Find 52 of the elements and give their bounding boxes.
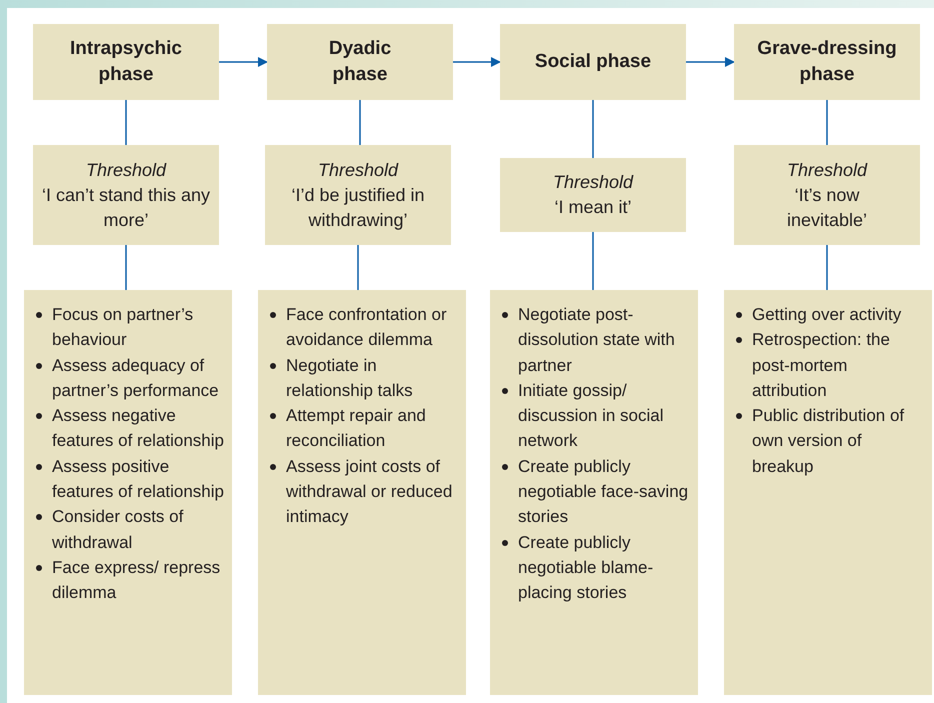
phase-box <box>267 24 453 100</box>
threshold-box <box>734 145 920 245</box>
threshold-heading: Threshold <box>318 158 398 182</box>
connector-line <box>125 245 127 290</box>
arrow <box>219 57 268 67</box>
threshold-quote: ‘It’s now inevitable’ <box>786 184 868 232</box>
bullet-item: Attempt repair and reconciliation <box>286 405 427 452</box>
connector-line <box>826 100 828 145</box>
threshold-heading: Threshold <box>552 171 634 194</box>
phase-box <box>734 24 920 100</box>
threshold-quote: ‘I mean it’ <box>554 196 632 219</box>
connector-line <box>826 245 828 290</box>
bullet-item: Assess joint costs of withdrawal or reduced intimacy <box>286 456 454 528</box>
bullet-item: Retrospection: the post-mortem attribution <box>752 329 891 402</box>
connector-line <box>359 100 361 145</box>
activity-list-box <box>24 290 232 695</box>
phase-title: Grave-dressing phase <box>756 37 898 87</box>
phase-title: Dyadic phase <box>328 37 392 87</box>
bullet-item: Assess adequacy of partner’s performance <box>52 354 220 402</box>
connector-line <box>125 100 127 145</box>
bullet-item: Public distribution of own version of breakup <box>752 405 906 478</box>
bullet-item: Negotiate post-dissolution state with partner <box>518 304 676 377</box>
threshold-box <box>500 158 686 232</box>
phase-title: Intrapsychic phase <box>69 37 183 87</box>
bullet-item: Getting over activity <box>752 304 902 326</box>
connector-line <box>592 100 594 158</box>
connector-line <box>592 232 594 290</box>
bullet-item: Face express/ repress dilemma <box>52 556 222 604</box>
threshold-box <box>265 145 451 245</box>
bullet-item: Create publicly negotiable blame-placing stories <box>518 532 654 604</box>
activity-list-box <box>724 290 932 695</box>
bullet-item: Assess negative features of relationship <box>52 405 225 452</box>
bullet-item: Consider costs of withdrawal <box>52 506 184 554</box>
threshold-box <box>33 145 219 245</box>
arrow <box>453 57 501 67</box>
bullet-item: Assess positive features of relationship <box>52 456 225 504</box>
phase-box <box>33 24 219 100</box>
arrow <box>686 57 735 67</box>
threshold-heading: Threshold <box>86 158 166 182</box>
phase-title: Social phase <box>534 50 652 74</box>
bullet-item: Face confrontation or avoidance dilemma <box>286 304 448 352</box>
threshold-quote: ‘I’d be justified in withdrawing’ <box>290 184 426 232</box>
bullet-item: Initiate gossip/ discussion in social network <box>518 380 665 452</box>
bullet-item: Negotiate in relationship talks <box>286 354 414 402</box>
phase-box <box>500 24 686 100</box>
connector-line <box>357 245 359 290</box>
activity-list-box <box>258 290 466 695</box>
bullet-item: Focus on partner’s behaviour <box>52 304 194 352</box>
threshold-quote: ‘I can’t stand this any more’ <box>41 184 211 232</box>
threshold-heading: Threshold <box>786 158 868 182</box>
activity-list-box <box>490 290 698 695</box>
bullet-item: Create publicly negotiable face-saving stories <box>518 456 690 528</box>
